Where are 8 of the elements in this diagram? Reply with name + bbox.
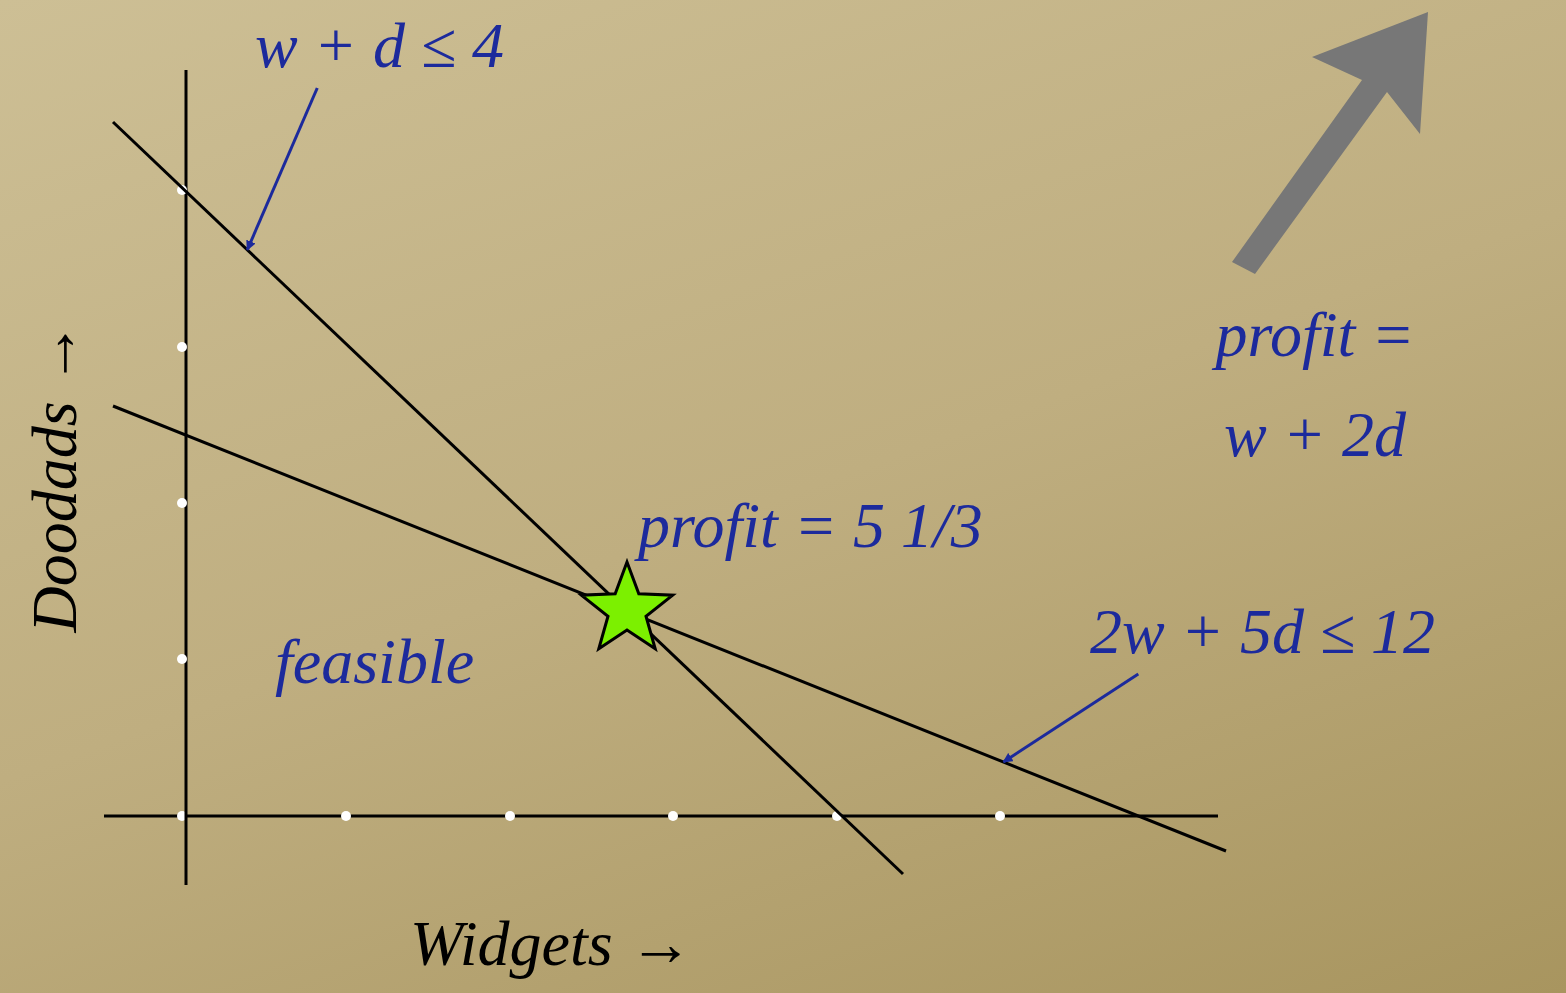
leader-line [1002,672,1140,764]
constraint-label: 2w + 5d ≤ 12 [1090,600,1435,664]
constraint-label: w + d ≤ 4 [255,14,504,78]
constraint-line [111,120,905,876]
constraint-line [112,404,1227,853]
objective-label: profit = w + 2d [1190,285,1440,485]
leader-line [245,87,319,251]
axis-title: Doodads → [23,320,87,636]
